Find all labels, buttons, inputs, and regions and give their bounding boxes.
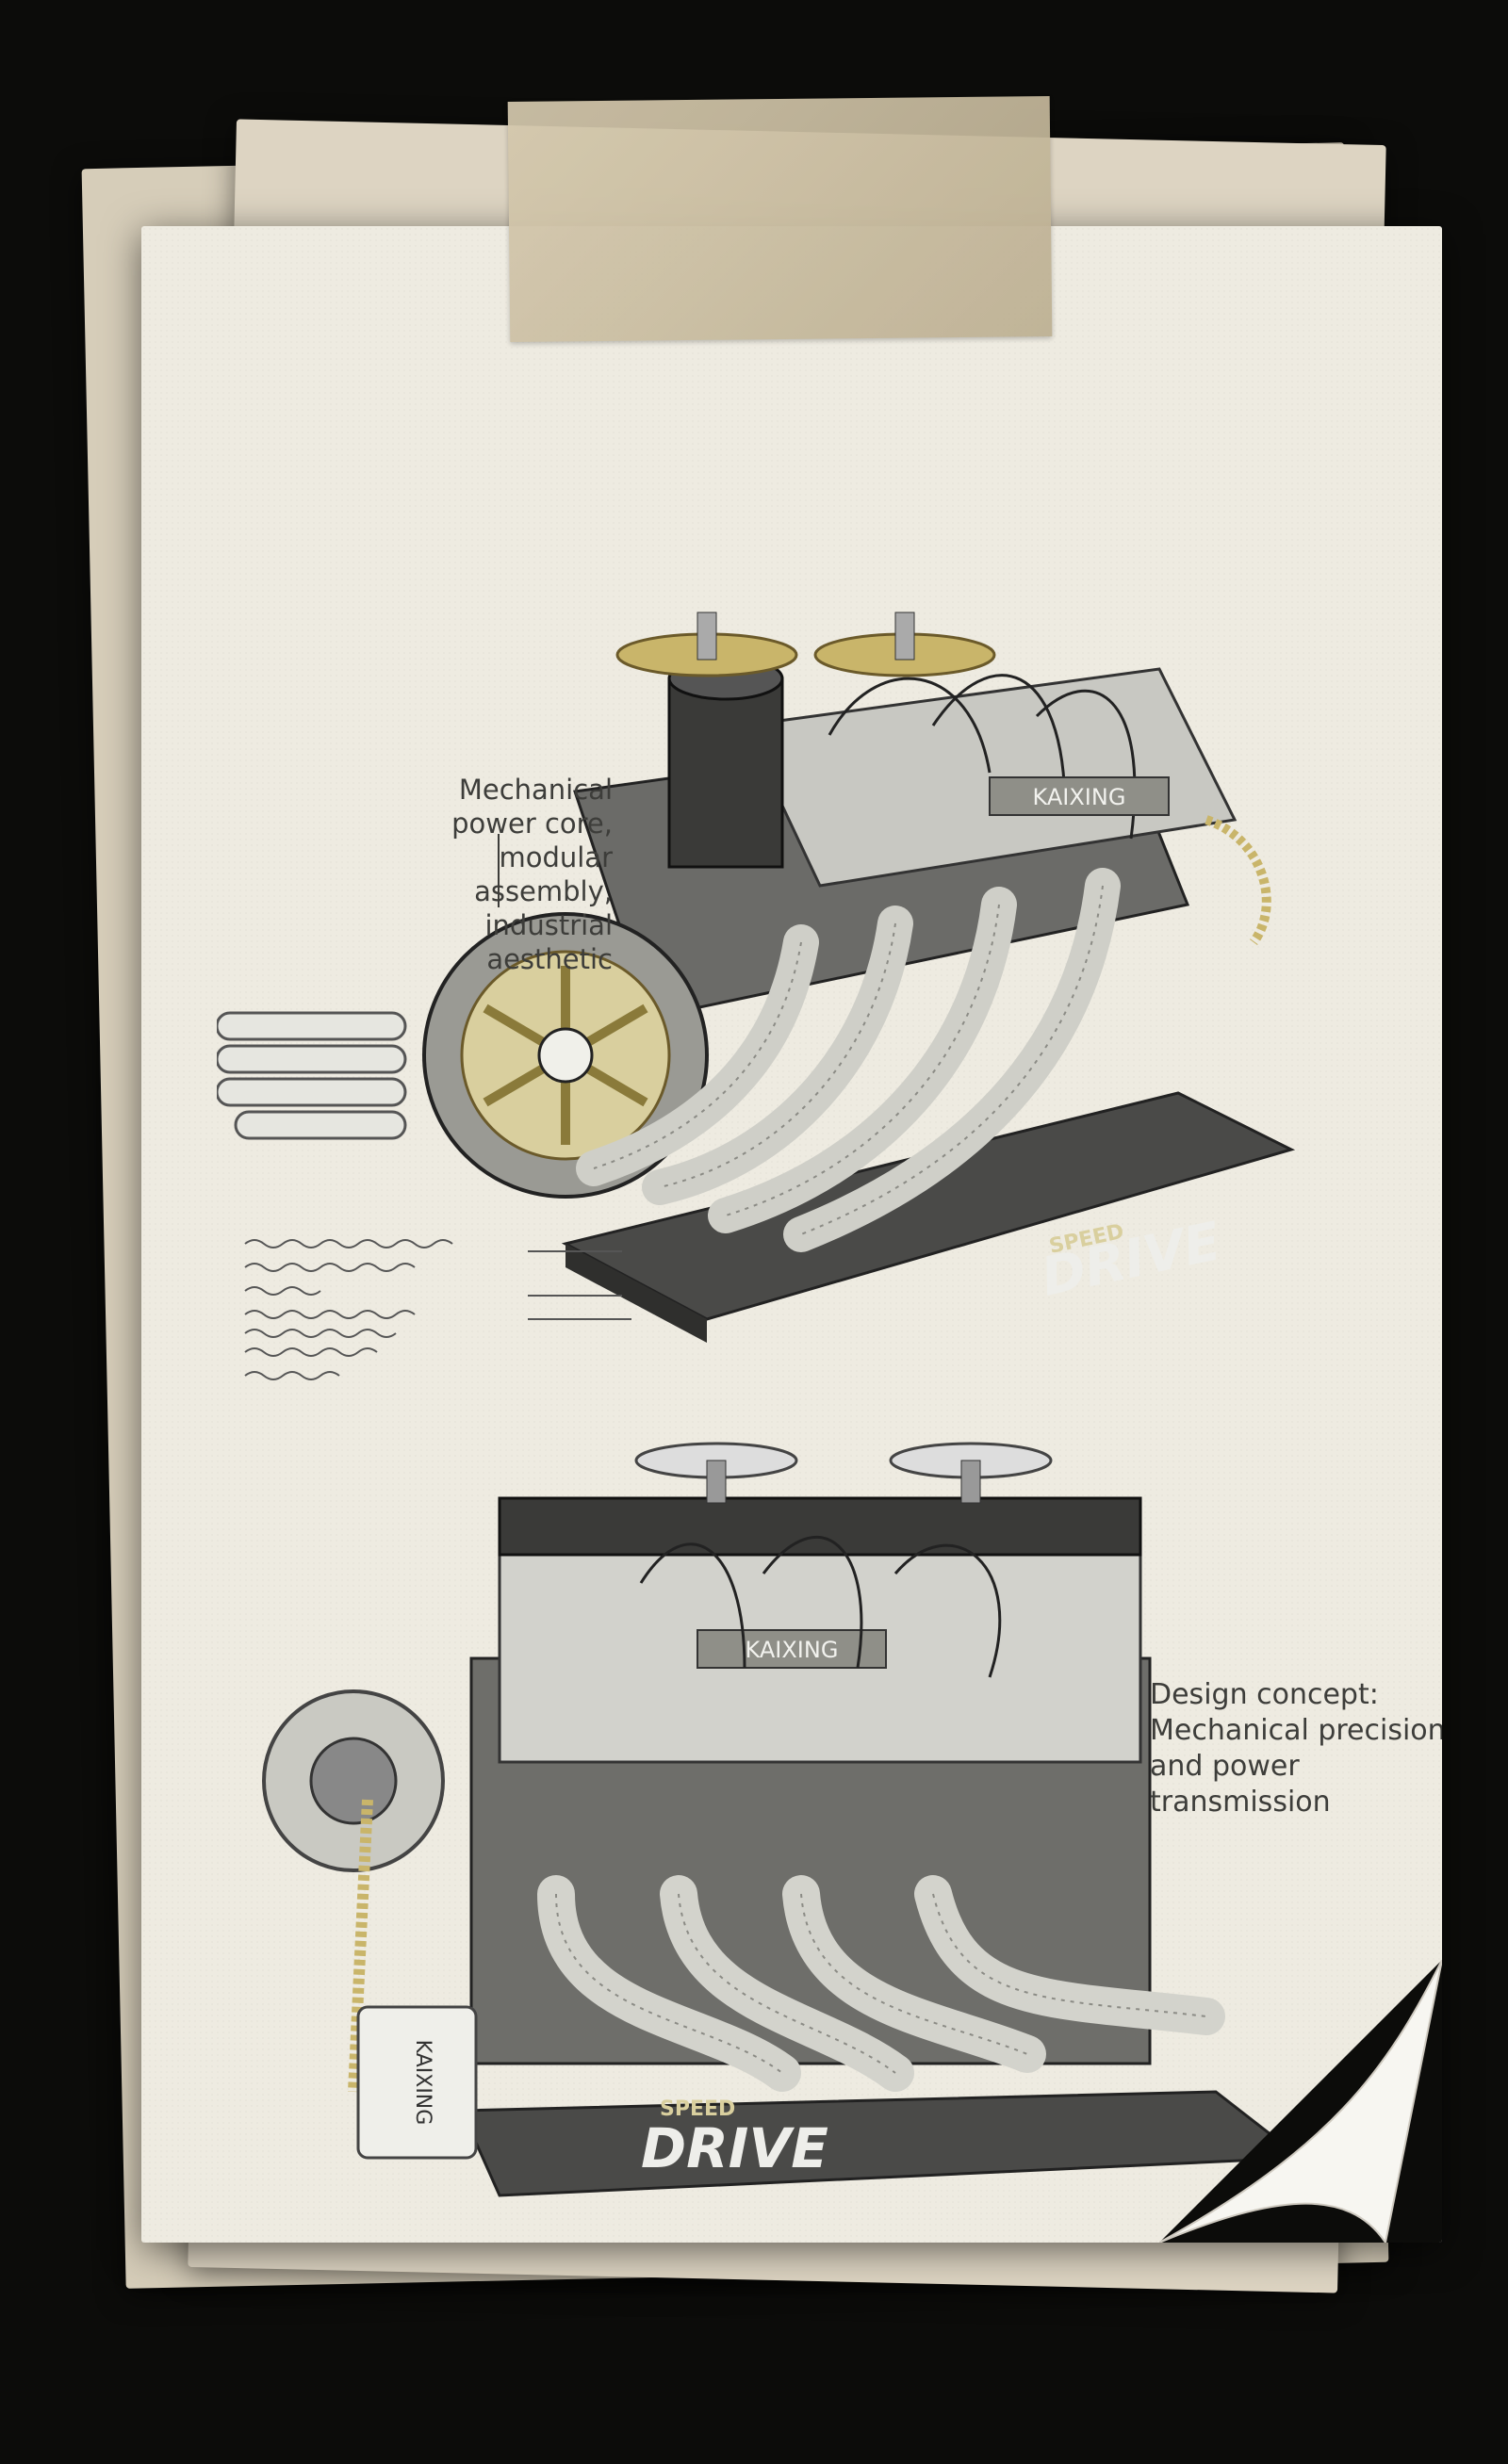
annotation-top: Mechanical power core, modular assembly,… bbox=[368, 773, 613, 976]
annotation-top-line: Mechanical bbox=[458, 774, 613, 806]
engine-bottom-brand: KAIXING bbox=[746, 1637, 839, 1663]
engine-bottom-badge-small: SPEED bbox=[660, 2097, 735, 2121]
engine-top-exhaust-headers bbox=[576, 868, 1121, 1252]
paper-sheet-main: KAIXING SPEED DRIVE Mechanical power cor… bbox=[141, 226, 1442, 2243]
engine-illustration-bottom: KAIXING KAIXING SPEED DRIVE bbox=[262, 1442, 1305, 2197]
engine-bottom-cylinder-brand: KAIXING bbox=[411, 2040, 434, 2126]
engine-top-chain bbox=[1205, 815, 1271, 945]
engine-illustration-top: KAIXING SPEED DRIVE bbox=[217, 612, 1296, 1343]
annotation-bottom-line: and power transmission bbox=[1150, 1750, 1331, 1819]
handwritten-scribbles bbox=[244, 1239, 631, 1380]
engine-bottom-badge-large: DRIVE bbox=[641, 2116, 828, 2180]
annotation-top-line: modular assembly, bbox=[474, 841, 613, 907]
engine-top-left-pipes bbox=[217, 1011, 407, 1140]
annotation-bottom: Design concept: Mechanical precision and… bbox=[1150, 1677, 1442, 1820]
page-curl bbox=[1159, 1960, 1442, 2243]
engine-bottom-chain bbox=[348, 1799, 373, 2093]
annotation-bottom-line: Design concept: bbox=[1150, 1678, 1379, 1711]
engine-bottom-cylinder-part bbox=[356, 2005, 478, 2160]
engine-bottom-air-intakes bbox=[634, 1442, 1053, 1504]
annotation-top-line: power core, bbox=[451, 808, 613, 840]
annotation-top-bracket bbox=[498, 834, 500, 907]
engine-top-brand: KAIXING bbox=[1033, 784, 1126, 810]
masking-tape bbox=[507, 95, 1053, 343]
annotation-top-line: industrial aesthetic bbox=[484, 909, 613, 975]
engine-top-cylinder bbox=[667, 677, 784, 869]
annotation-bottom-line: Mechanical precision bbox=[1150, 1714, 1442, 1747]
engine-top-badge-large: DRIVE bbox=[1036, 1211, 1225, 1309]
